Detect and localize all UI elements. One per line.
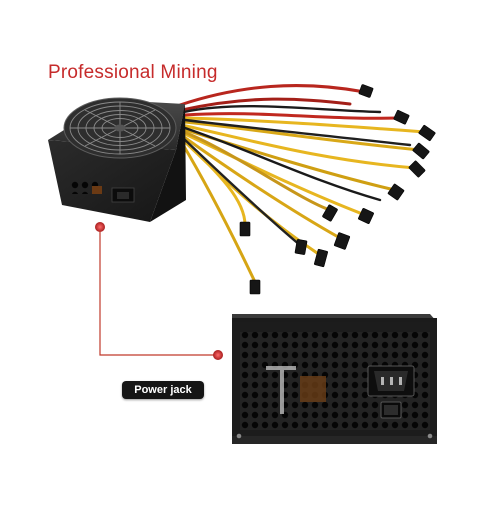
callout-leader-line: [95, 222, 223, 360]
fan-grille-icon: [69, 101, 171, 155]
power-socket-icon: [367, 365, 415, 397]
product-title: Professional Mining: [48, 62, 218, 83]
psu-unit: [48, 97, 186, 222]
power-jack-label: Power jack: [122, 381, 204, 399]
cable-bundle: [178, 84, 427, 284]
cable-connectors: [239, 84, 436, 295]
psu-back-panel: [232, 314, 437, 444]
rocker-switch-icon: [380, 401, 402, 419]
